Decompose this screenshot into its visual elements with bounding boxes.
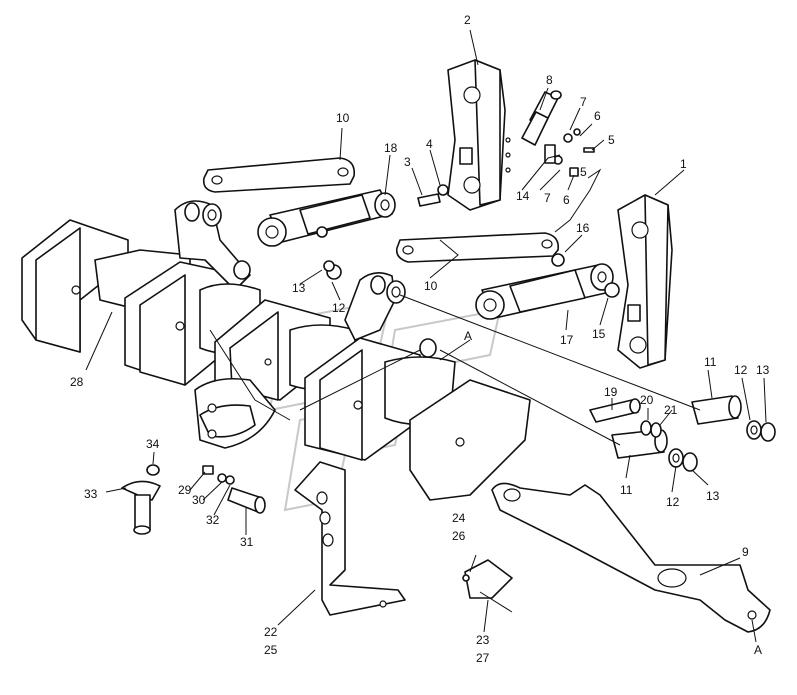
ripper-shank: [294, 461, 406, 616]
callout-19: 19: [604, 385, 618, 399]
callout-10-bottom: 10: [424, 279, 438, 293]
callout-13-left: 13: [292, 281, 306, 295]
ripper-tip: [462, 559, 513, 613]
callout-27: 27: [476, 651, 490, 665]
bracket-plate-1: [617, 194, 673, 369]
callout-8: 8: [546, 73, 553, 87]
callout-28: 28: [70, 375, 84, 389]
callout-4: 4: [426, 137, 433, 151]
callout-15: 15: [592, 327, 606, 341]
callout-9: 9: [742, 545, 749, 559]
pin-31: [202, 465, 266, 514]
callout-10-top: 10: [336, 111, 350, 125]
callout-31: 31: [240, 535, 254, 549]
callout-5-top: 5: [608, 133, 615, 147]
callout-12-left: 12: [332, 301, 346, 315]
callout-23: 23: [476, 633, 490, 647]
callout-32: 32: [206, 513, 220, 527]
callout-16: 16: [576, 221, 590, 235]
callout-7-bottom: 7: [544, 191, 551, 205]
link-bar-upper: [202, 157, 356, 193]
lock-pin-33: [121, 464, 161, 535]
bracket-plate-2: [447, 59, 511, 211]
callout-13-right: 13: [756, 363, 770, 377]
washers: [640, 420, 776, 472]
callout-A-bottom: A: [754, 643, 762, 657]
callout-3: 3: [404, 155, 411, 169]
callout-13-lower: 13: [706, 489, 720, 503]
link-bar-lower: [395, 232, 560, 263]
pin-19: [589, 398, 641, 423]
callout-22: 22: [264, 625, 278, 639]
callout-25: 25: [264, 643, 278, 657]
pin-11-upper: [691, 395, 742, 425]
callouts: 2 8 7 6 5 1 10 4 18 3 14 7 6 5 16 10 13 …: [70, 13, 770, 665]
pin-8: [521, 90, 562, 146]
main-frame: [94, 200, 531, 501]
callout-24: 24: [452, 511, 466, 525]
callout-6-top: 6: [594, 109, 601, 123]
bolt-set: [323, 128, 620, 298]
callout-14: 14: [516, 189, 530, 203]
callout-21: 21: [664, 403, 678, 417]
callout-30: 30: [192, 493, 206, 507]
mounting-plate-left: [21, 219, 129, 353]
callout-5-bottom: 5: [580, 165, 587, 179]
callout-34: 34: [146, 437, 160, 451]
callout-18: 18: [384, 141, 398, 155]
callout-20: 20: [640, 393, 654, 407]
callout-17: 17: [560, 333, 574, 347]
callout-29: 29: [178, 483, 192, 497]
hydraulic-cylinder-lower: [475, 263, 614, 320]
beam-9: [491, 482, 771, 633]
callout-11-right: 11: [704, 355, 717, 369]
callout-12-lower: 12: [666, 495, 680, 509]
leader-lines: [85, 29, 767, 643]
callout-A-top: A: [464, 329, 472, 343]
hydraulic-cylinder-upper: [257, 189, 396, 247]
callout-33: 33: [84, 487, 98, 501]
callout-6-bottom: 6: [563, 193, 570, 207]
callout-11-lower: 11: [620, 483, 633, 497]
callout-1: 1: [680, 157, 687, 171]
callout-7-top: 7: [580, 95, 587, 109]
callout-26: 26: [452, 529, 466, 543]
callout-2: 2: [464, 13, 471, 27]
callout-12-right: 12: [734, 363, 748, 377]
